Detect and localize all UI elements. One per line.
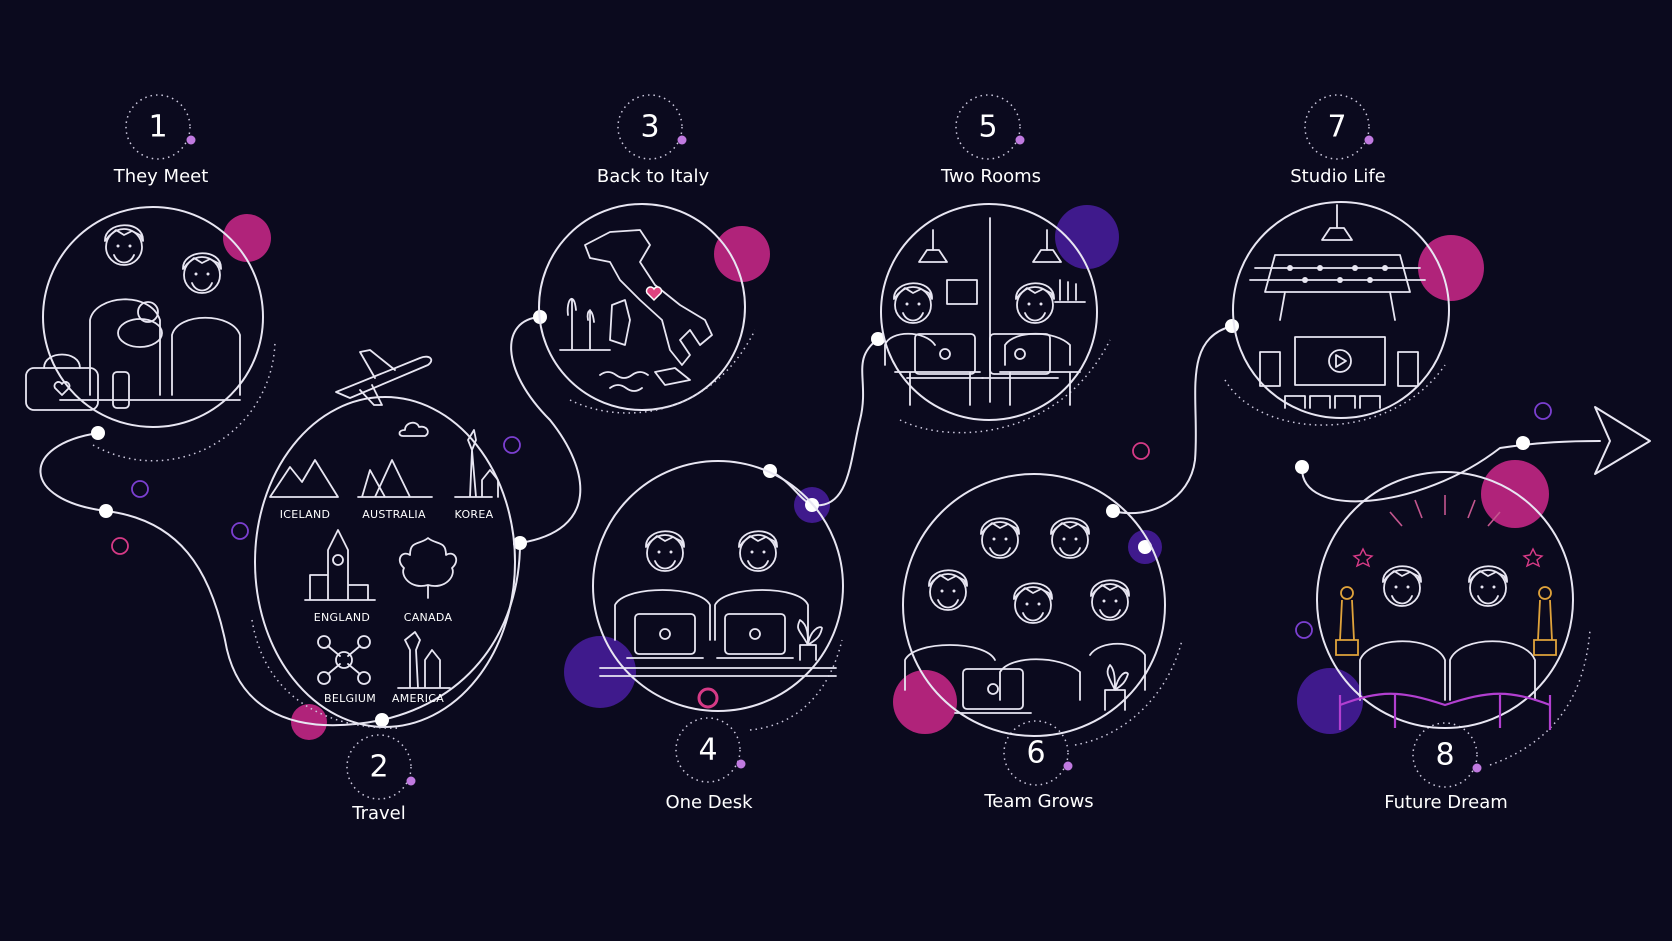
star-icon (1522, 547, 1544, 568)
rope-barrier (1339, 692, 1551, 707)
step-2-number: 2 (369, 750, 388, 785)
screen-play-icon (1294, 336, 1386, 386)
place-iceland: ICELAND (280, 508, 331, 521)
path-nodes (91, 310, 1530, 727)
place-belgium: BELGIUM (324, 692, 376, 705)
speaker-icon (1259, 351, 1281, 387)
korea-tower-icon (454, 429, 499, 498)
arrow-icon (1594, 406, 1651, 475)
step-4-label: One Desk (665, 792, 753, 813)
maple-leaf-icon (398, 537, 458, 599)
journey-path (39, 316, 1601, 727)
step-4-illustration (592, 460, 844, 731)
rays (1389, 495, 1501, 527)
step-1-illustration (25, 206, 276, 462)
step-7-number: 7 (1327, 110, 1346, 145)
step-8-number: 8 (1435, 738, 1454, 773)
step-2: 2 Travel ICELAND AUSTRALIA KOREA ENGLAND… (251, 349, 516, 824)
step-4-badge: 4 (675, 717, 746, 783)
cloud-icon (398, 421, 429, 437)
step-2-label: Travel (351, 803, 406, 824)
step-7: 7 Studio Life (1224, 94, 1450, 426)
step-5-badge: 5 (955, 94, 1025, 160)
airplane-icon (335, 349, 433, 406)
bottle-icon (112, 371, 130, 409)
plant-icon (797, 619, 823, 661)
step-8-badge: 8 (1412, 722, 1482, 788)
waves-icon (599, 371, 649, 392)
opera-house-icon (357, 459, 433, 498)
step-6-number: 6 (1026, 736, 1045, 771)
step-7-badge: 7 (1304, 94, 1374, 160)
step-1: 1 They Meet (25, 94, 276, 462)
step-5: 5 Two Rooms (880, 94, 1111, 434)
step-4-number: 4 (698, 733, 717, 768)
seats-icon (1284, 395, 1381, 409)
step-2-badge: 2 (346, 734, 416, 800)
trophy-icon (1335, 586, 1359, 656)
speaker-icon (1397, 351, 1419, 387)
place-canada: CANADA (404, 611, 453, 624)
step-5-illustration (880, 203, 1111, 434)
step-8-label: Future Dream (1384, 792, 1508, 813)
step-3-badge: 3 (617, 94, 687, 160)
atomium-icon (317, 635, 371, 685)
baby-icon (117, 318, 163, 348)
heart-icon (645, 286, 663, 302)
liberty-icon (397, 631, 451, 689)
step-2-illustration: ICELAND AUSTRALIA KOREA ENGLAND CANADA B… (251, 349, 516, 729)
step-3: 3 Back to Italy (538, 94, 756, 414)
step-6: 6 Team Grows (902, 473, 1183, 812)
place-england: ENGLAND (314, 611, 370, 624)
foosball-icon (1249, 254, 1426, 321)
big-ben-icon (304, 529, 376, 601)
step-7-label: Studio Life (1290, 166, 1386, 187)
iceland-icon (269, 459, 339, 498)
cypress-icon (559, 297, 611, 351)
bag-icon (25, 367, 99, 411)
heart-icon (53, 381, 71, 396)
step-1-label: They Meet (113, 166, 209, 187)
step-8: 8 Future Dream (1316, 471, 1591, 813)
place-australia: AUSTRALIA (362, 508, 426, 521)
place-korea: KOREA (455, 508, 494, 521)
trophy-icon (1533, 586, 1557, 656)
accent-blobs (111, 205, 1552, 740)
step-5-number: 5 (978, 110, 997, 145)
books-icon (1054, 279, 1086, 303)
step-4: 4 One Desk (592, 460, 844, 813)
step-1-number: 1 (148, 110, 167, 145)
lamp-icon (918, 229, 948, 263)
place-america: AMERICA (392, 692, 444, 705)
step-3-number: 3 (640, 110, 659, 145)
step-5-label: Two Rooms (940, 166, 1041, 187)
lamp-icon (1321, 204, 1353, 241)
step-3-label: Back to Italy (597, 166, 710, 187)
step-7-illustration (1224, 201, 1450, 426)
star-icon (1352, 547, 1374, 568)
picture-icon (946, 279, 978, 305)
step-3-illustration (538, 203, 756, 414)
plant-icon (1104, 664, 1129, 711)
step-6-badge: 6 (1003, 720, 1073, 786)
step-6-illustration (902, 473, 1183, 746)
step-8-illustration (1316, 471, 1591, 766)
step-6-label: Team Grows (983, 791, 1093, 812)
map-italy-icon (584, 229, 713, 366)
step-1-badge: 1 (125, 94, 196, 160)
